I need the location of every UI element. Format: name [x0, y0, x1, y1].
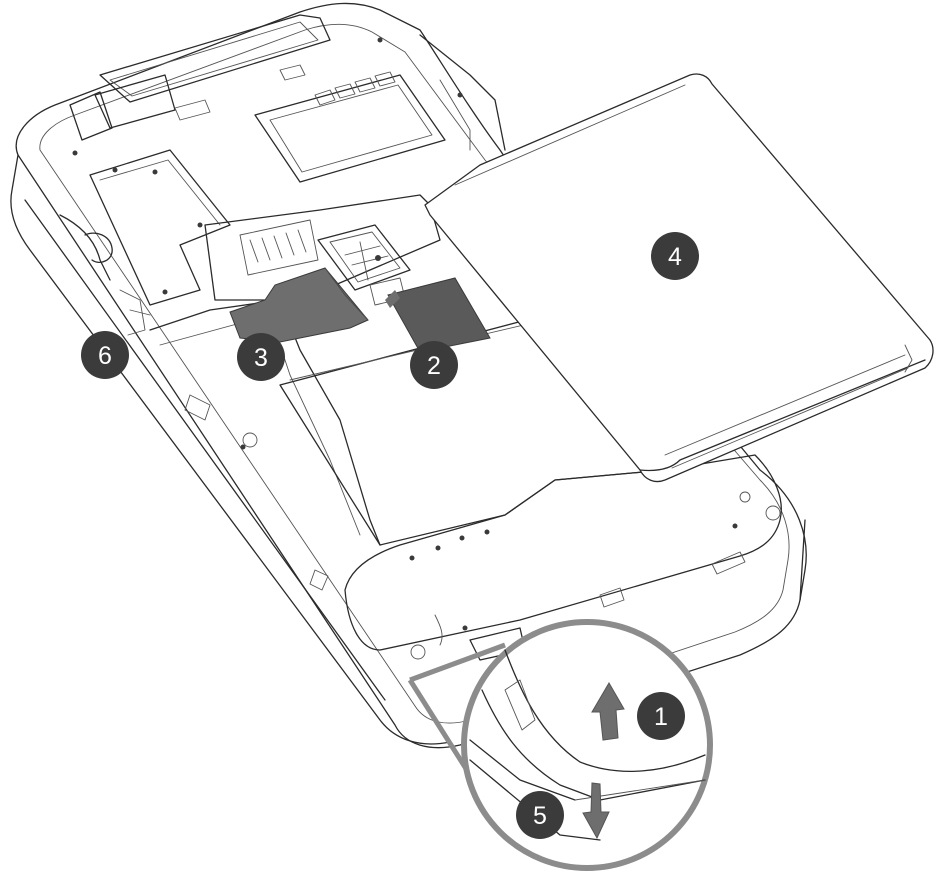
- card-slot-area: [204, 194, 441, 306]
- callout-badge-1: 1: [637, 692, 685, 740]
- callout-label-1: 1: [654, 703, 668, 731]
- shield-plate: [59, 37, 463, 336]
- up-arrow-icon: [591, 682, 625, 741]
- upper-frame: [69, 14, 506, 183]
- sim-card: [385, 277, 491, 353]
- device-body: [10, 2, 807, 749]
- callout-label-6: 6: [98, 342, 112, 370]
- down-arrow-icon: [582, 782, 610, 840]
- callout-label-3: 3: [254, 344, 268, 372]
- callout-label-4: 4: [668, 243, 682, 271]
- callout-label-5: 5: [533, 802, 547, 830]
- callout-badge-3: 3: [237, 333, 285, 381]
- callout-badge-2: 2: [410, 341, 458, 389]
- callout-label-2: 2: [427, 352, 441, 380]
- callout-badge-4: 4: [651, 232, 699, 280]
- callout-badge-5: 5: [516, 791, 564, 839]
- callout-badge-6: 6: [81, 331, 129, 379]
